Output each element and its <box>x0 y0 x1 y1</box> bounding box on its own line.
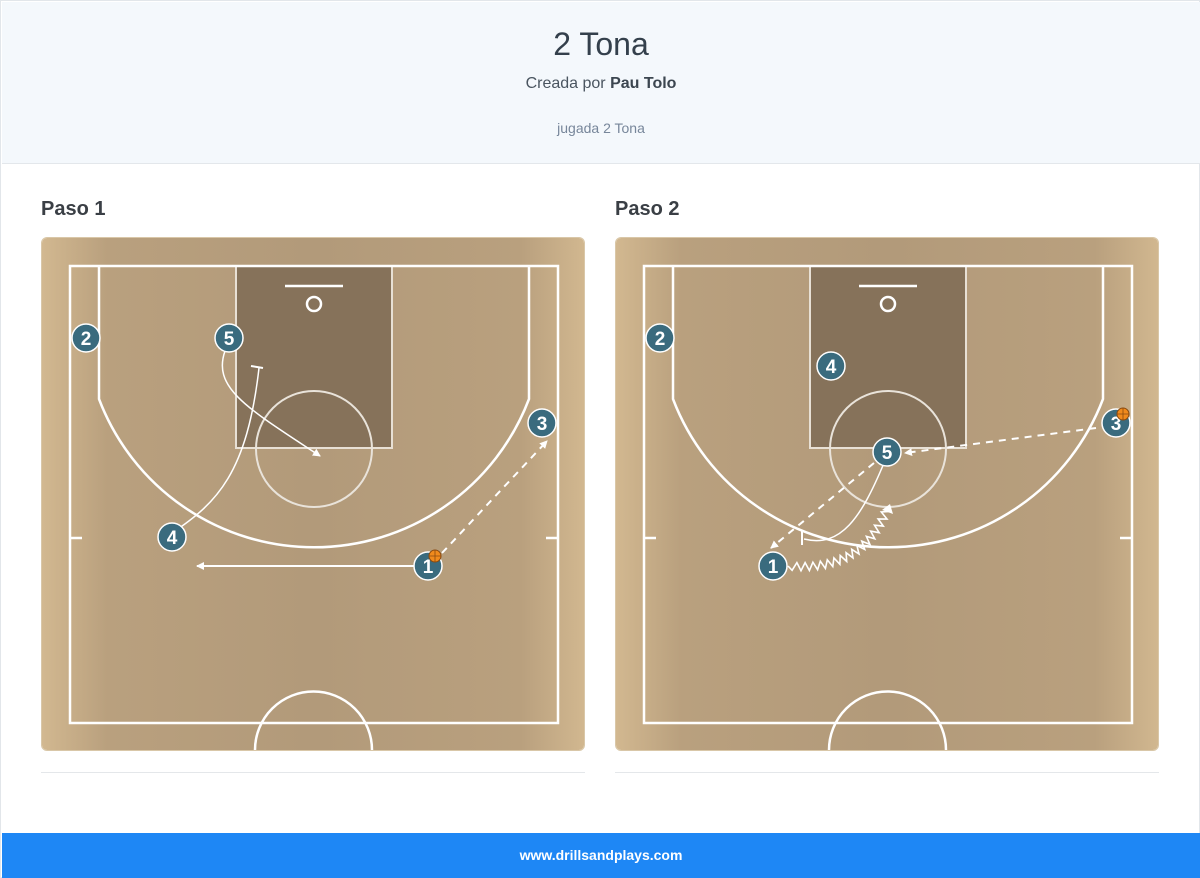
dribble-line-1 <box>787 505 892 573</box>
players: 2 5 3 4 1 <box>71 323 557 581</box>
screen-end <box>250 365 264 369</box>
court-diagram-step-2: 2 4 3 <box>615 237 1159 751</box>
player-4[interactable]: 4 <box>816 351 846 381</box>
play-header: 2 Tona Creada por Pau Tolo jugada 2 Tona <box>2 2 1200 164</box>
free-throw-circle <box>255 390 373 508</box>
player-1[interactable]: 1 <box>413 549 443 581</box>
player-5-label: 5 <box>882 443 893 464</box>
footer-url-link[interactable]: www.drillsandplays.com <box>519 847 683 863</box>
player-2-label: 2 <box>81 329 92 350</box>
player-1-label: 1 <box>423 557 434 578</box>
player-4-label: 4 <box>167 528 178 549</box>
play-description: jugada 2 Tona <box>557 120 645 136</box>
site-footer: www.drillsandplays.com <box>2 833 1200 878</box>
player-3-label: 3 <box>537 414 548 435</box>
player-3[interactable]: 3 <box>527 408 557 438</box>
players: 2 4 3 <box>645 323 1131 581</box>
step-1-divider <box>41 772 585 773</box>
player-1[interactable]: 1 <box>758 551 788 581</box>
author-line: Creada por Pau Tolo <box>2 75 1200 93</box>
screen-line-4 <box>171 367 260 534</box>
play-actions <box>770 427 1097 573</box>
player-3[interactable]: 3 <box>1101 407 1131 438</box>
step-1: Paso 1 <box>41 198 585 773</box>
court-lines <box>642 264 1134 750</box>
dribble-arrowhead <box>882 504 893 514</box>
basketball-icon <box>1116 407 1130 421</box>
paint-area <box>235 265 393 449</box>
author-name[interactable]: Pau Tolo <box>610 75 677 92</box>
player-1-label: 1 <box>768 557 779 578</box>
player-5[interactable]: 5 <box>872 437 902 467</box>
step-2: Paso 2 <box>615 198 1159 773</box>
created-by-label: Creada por <box>525 75 606 92</box>
player-4-label: 4 <box>826 357 837 378</box>
pass-line-5-1 <box>770 462 875 549</box>
court-lines <box>68 264 560 750</box>
player-3-label: 3 <box>1111 414 1122 435</box>
cut-line-5 <box>221 350 321 457</box>
player-2[interactable]: 2 <box>71 323 101 353</box>
player-2-label: 2 <box>655 329 666 350</box>
play-actions <box>171 350 548 570</box>
step-2-divider <box>615 772 1159 773</box>
player-2[interactable]: 2 <box>645 323 675 353</box>
screen-line-5 <box>803 462 885 542</box>
court-diagram-step-1: 2 5 3 4 1 <box>41 237 585 751</box>
step-2-title: Paso 2 <box>615 198 680 220</box>
step-1-title: Paso 1 <box>41 198 106 220</box>
pass-line-3-5 <box>904 427 1097 457</box>
player-4[interactable]: 4 <box>157 522 187 552</box>
basketball-icon <box>428 549 442 563</box>
player-5-label: 5 <box>224 329 235 350</box>
play-title: 2 Tona <box>553 26 649 62</box>
player-5[interactable]: 5 <box>214 323 244 353</box>
